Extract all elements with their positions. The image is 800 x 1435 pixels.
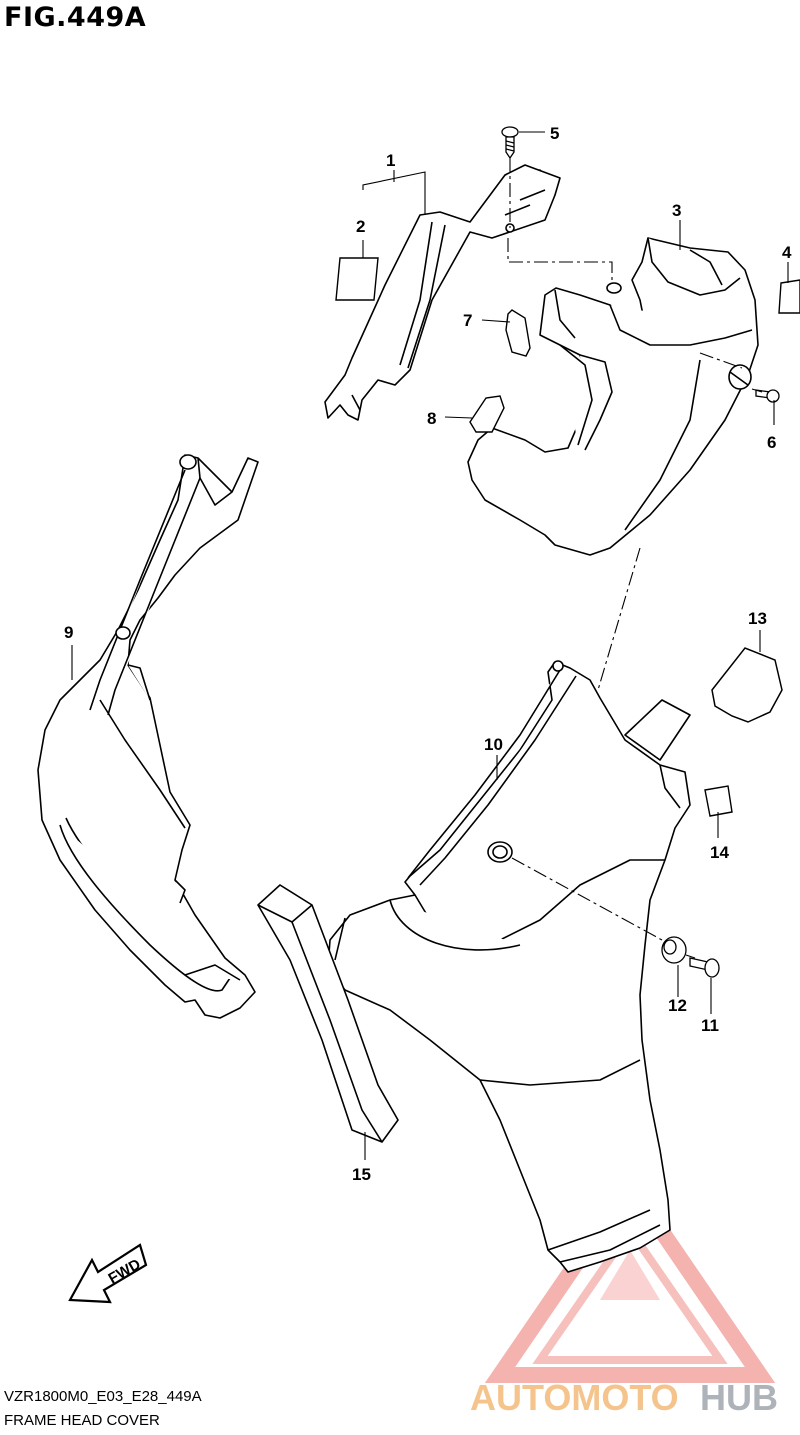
part-15-pad (257, 884, 399, 1143)
part-12-grommet (661, 936, 687, 964)
leader-lines (71, 131, 789, 1160)
figure-name: FRAME HEAD COVER (4, 1412, 160, 1429)
alignment-lines (507, 158, 763, 959)
callout-numbers: 1 2 3 4 5 6 7 8 9 10 11 12 13 14 15 (64, 124, 792, 1184)
fwd-arrow-icon: FWD (68, 1243, 148, 1304)
callout-12: 12 (668, 996, 687, 1015)
callout-9: 9 (64, 623, 73, 642)
part-9-side-cover (37, 454, 259, 1019)
callout-5: 5 (550, 124, 559, 143)
part-11-screw (689, 957, 720, 978)
part-3-cover (467, 237, 759, 556)
part-1-bracket (324, 164, 561, 421)
part-5-screw (501, 126, 519, 160)
part-7-clip (505, 309, 531, 357)
callout-7: 7 (463, 311, 472, 330)
callout-1: 1 (386, 151, 395, 170)
part-14-cushion (704, 785, 733, 817)
callout-8: 8 (427, 409, 436, 428)
callout-2: 2 (356, 217, 365, 236)
callout-13: 13 (748, 609, 767, 628)
callout-11: 11 (701, 1016, 719, 1035)
part-6-screw (755, 389, 780, 403)
figure-code: VZR1800M0_E03_E28_449A (4, 1388, 202, 1405)
callout-15: 15 (352, 1165, 371, 1184)
callout-10: 10 (484, 735, 503, 754)
callout-14: 14 (710, 843, 729, 862)
figure-title: FIG.449A (4, 2, 147, 33)
watermark-text: AUTOMOTO HUB (470, 1377, 778, 1418)
callout-6: 6 (767, 433, 776, 452)
part-8-clip (469, 395, 505, 433)
watermark-word-2: HUB (700, 1377, 778, 1418)
part-13-pad (711, 647, 783, 723)
part-10-lower-cover (327, 660, 691, 1273)
callout-4: 4 (782, 243, 792, 262)
watermark-logo (484, 1170, 776, 1383)
watermark-word-1: AUTOMOTO (470, 1377, 679, 1418)
part-2-label (335, 257, 379, 301)
callout-3: 3 (672, 201, 681, 220)
part-4-label (778, 279, 800, 314)
